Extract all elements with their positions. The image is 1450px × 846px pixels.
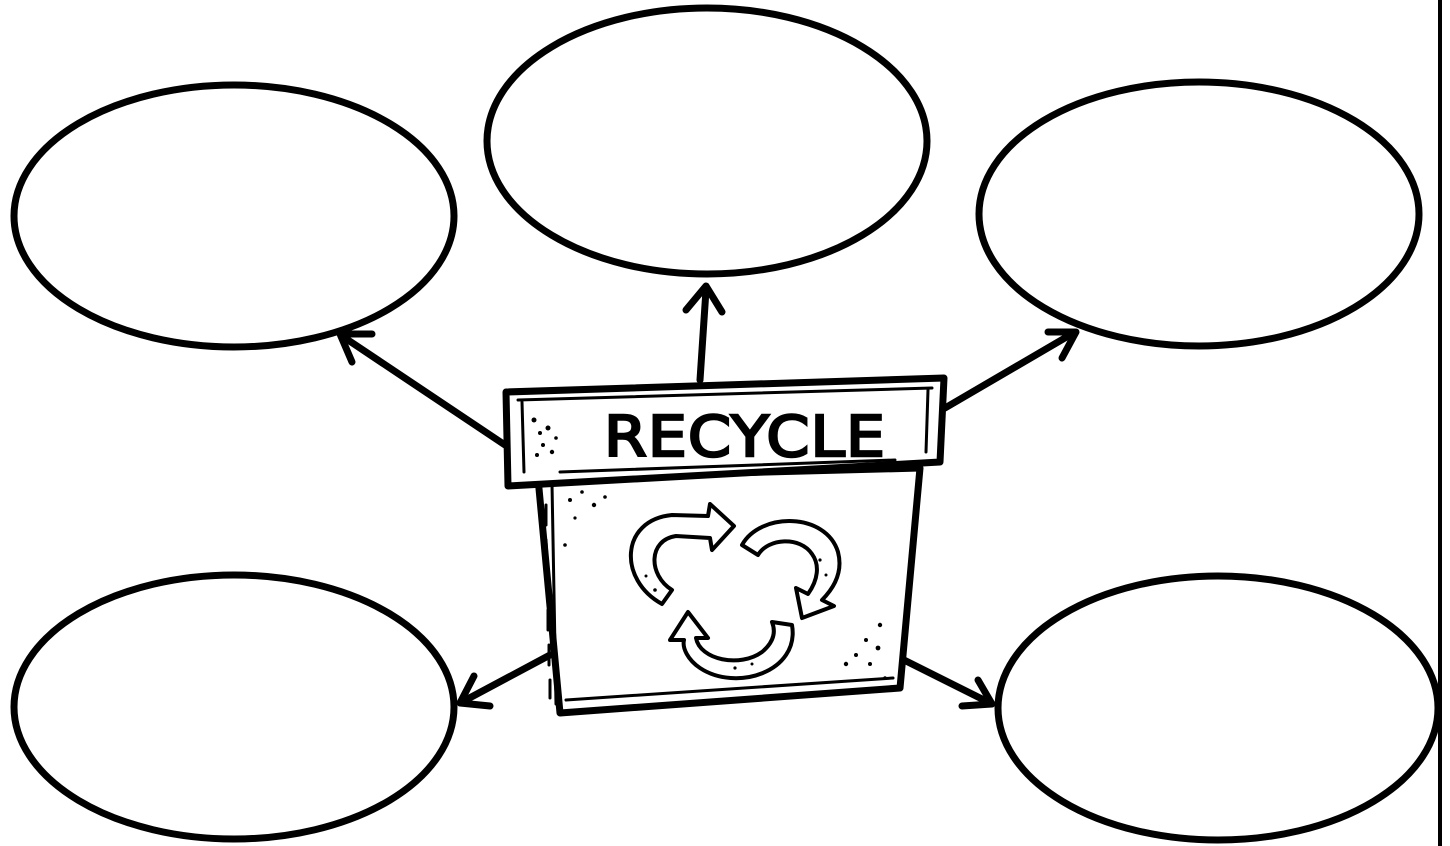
bin-bottom-line — [564, 676, 895, 702]
recycle-bin: RECYCLE — [502, 374, 948, 717]
bubble-top — [483, 4, 931, 278]
arrow-upper-right — [941, 328, 1080, 412]
arrow-top — [682, 282, 726, 384]
recycle-arrow-2 — [740, 519, 842, 620]
bin-side-dashes — [544, 503, 552, 700]
bin-body-side-line — [550, 482, 558, 706]
bin-speckles — [531, 417, 887, 680]
arrow-upper-left — [336, 330, 509, 449]
right-border-line — [1438, 0, 1442, 846]
recycle-arrow-1 — [628, 502, 736, 606]
bin-lid — [502, 374, 948, 490]
bin-lid-inner-top — [516, 386, 934, 402]
recycle-arrow-3 — [668, 610, 795, 681]
recycle-arrows-icon — [628, 502, 842, 681]
arrow-lower-right — [896, 654, 996, 710]
bubble-upper-left — [10, 81, 458, 351]
bubble-lower-left — [10, 571, 458, 843]
bin-label: RECYCLE — [604, 405, 886, 470]
bin-lid-underline — [558, 458, 897, 474]
bin-lid-inner-right — [924, 388, 930, 454]
bubble-upper-right — [975, 78, 1423, 350]
bubble-lower-right — [994, 572, 1442, 844]
bin-lid-inner-left — [520, 400, 526, 474]
arrow-lower-left — [456, 651, 554, 710]
